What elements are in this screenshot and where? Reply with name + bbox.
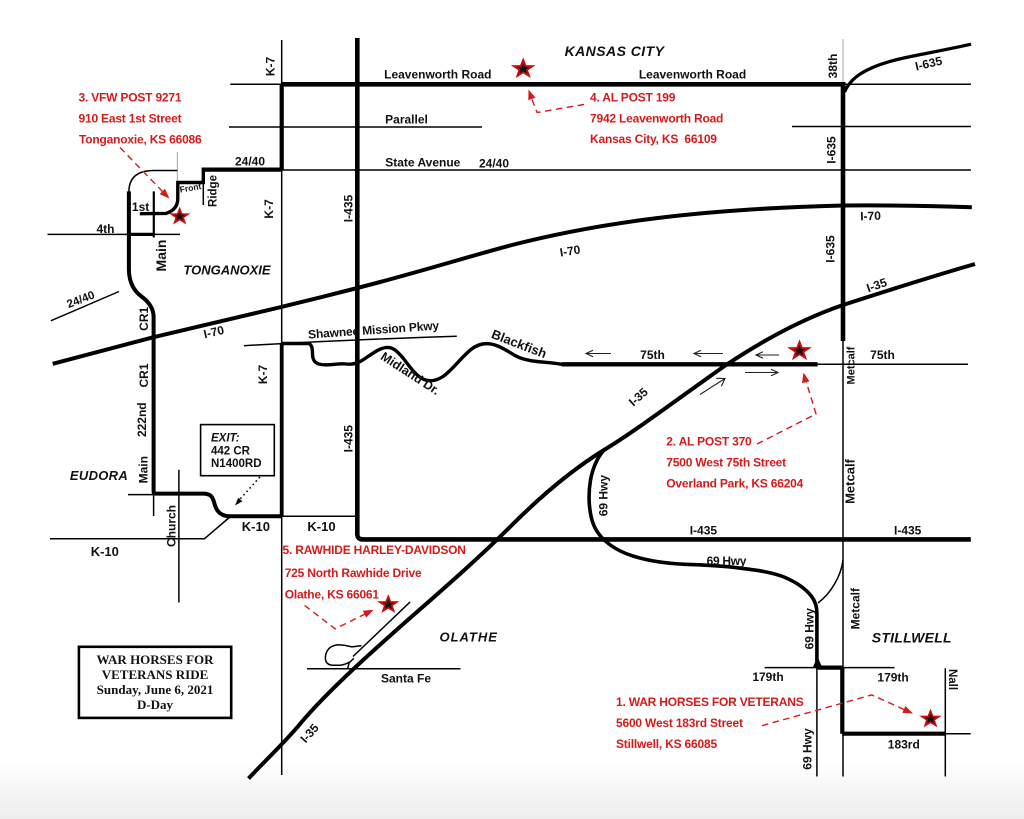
svg-text:STILLWELL: STILLWELL bbox=[872, 630, 952, 646]
svg-text:Metcalf: Metcalf bbox=[849, 587, 863, 629]
svg-text:Olathe, KS 66061: Olathe, KS 66061 bbox=[285, 588, 380, 602]
svg-text:I-70: I-70 bbox=[860, 209, 881, 224]
svg-text:OLATHE: OLATHE bbox=[439, 630, 497, 645]
svg-text:2. AL POST 370: 2. AL POST 370 bbox=[666, 434, 752, 448]
svg-text:D-Day: D-Day bbox=[137, 697, 174, 712]
svg-text:Main: Main bbox=[137, 456, 151, 483]
svg-text:179th: 179th bbox=[752, 670, 783, 684]
svg-text:Tonganoxie, KS 66086: Tonganoxie, KS 66086 bbox=[79, 133, 202, 147]
svg-text:I-435: I-435 bbox=[342, 425, 356, 453]
svg-text:Church: Church bbox=[165, 505, 179, 547]
svg-text:CR1: CR1 bbox=[137, 306, 151, 330]
svg-text:Main: Main bbox=[153, 240, 169, 272]
svg-text:1. WAR HORSES FOR VETERANS: 1. WAR HORSES FOR VETERANS bbox=[616, 695, 804, 709]
svg-text:K-10: K-10 bbox=[242, 519, 270, 534]
svg-text:183rd: 183rd bbox=[888, 737, 920, 751]
svg-text:69 Hwy: 69 Hwy bbox=[597, 475, 611, 517]
svg-text:Nall: Nall bbox=[946, 669, 958, 690]
svg-text:I-635: I-635 bbox=[914, 54, 944, 74]
svg-text:State Avenue: State Avenue bbox=[385, 156, 460, 170]
svg-text:5. RAWHIDE HARLEY-DAVIDSON: 5. RAWHIDE HARLEY-DAVIDSON bbox=[283, 543, 466, 557]
svg-text:38th: 38th bbox=[826, 54, 840, 79]
svg-text:4. AL POST 199: 4. AL POST 199 bbox=[590, 90, 676, 104]
svg-text:TONGANOXIE: TONGANOXIE bbox=[183, 263, 270, 278]
svg-text:3. VFW POST 9271: 3. VFW POST 9271 bbox=[79, 91, 182, 105]
svg-text:Front: Front bbox=[179, 181, 202, 195]
svg-text:N1400RD: N1400RD bbox=[211, 458, 262, 470]
svg-text:I-635: I-635 bbox=[824, 235, 838, 263]
svg-text:179th: 179th bbox=[877, 671, 908, 685]
svg-text:Overland Park, KS 66204: Overland Park, KS 66204 bbox=[666, 476, 803, 490]
svg-text:1st: 1st bbox=[132, 200, 149, 214]
svg-text:I-35: I-35 bbox=[865, 275, 889, 295]
svg-text:K-7: K-7 bbox=[256, 365, 270, 385]
svg-text:I-435: I-435 bbox=[894, 524, 922, 538]
svg-text:K-7: K-7 bbox=[264, 57, 278, 77]
svg-text:910 East 1st Street: 910 East 1st Street bbox=[79, 112, 182, 126]
svg-text:CR1: CR1 bbox=[137, 363, 151, 387]
svg-text:69 Hwy: 69 Hwy bbox=[707, 554, 747, 568]
svg-text:75th: 75th bbox=[870, 348, 895, 362]
svg-text:222nd: 222nd bbox=[135, 402, 149, 437]
svg-text:7942 Leavenworth Road: 7942 Leavenworth Road bbox=[590, 112, 723, 126]
svg-text:K-7: K-7 bbox=[262, 199, 276, 219]
svg-text:Leavenworth Road: Leavenworth Road bbox=[384, 68, 491, 82]
svg-text:Kansas City, KS 66109: Kansas City, KS 66109 bbox=[590, 132, 717, 146]
svg-text:75th: 75th bbox=[640, 348, 665, 362]
svg-text:VETERANS RIDE: VETERANS RIDE bbox=[102, 667, 209, 682]
svg-text:69 Hwy: 69 Hwy bbox=[803, 608, 817, 650]
svg-text:Metcalf: Metcalf bbox=[843, 458, 858, 503]
svg-text:5600 West 183rd Street: 5600 West 183rd Street bbox=[616, 716, 743, 730]
svg-text:24/40: 24/40 bbox=[479, 157, 509, 171]
svg-text:4th: 4th bbox=[97, 222, 115, 236]
svg-text:7500 West 75th Street: 7500 West 75th Street bbox=[666, 456, 786, 470]
svg-text:I-435: I-435 bbox=[342, 195, 356, 223]
svg-text:Metcalf: Metcalf bbox=[846, 346, 858, 384]
svg-text:Sunday, June 6, 2021: Sunday, June 6, 2021 bbox=[97, 682, 214, 697]
svg-text:KANSAS CITY: KANSAS CITY bbox=[565, 43, 666, 59]
svg-text:I-70: I-70 bbox=[202, 323, 226, 341]
svg-text:725 North Rawhide Drive: 725 North Rawhide Drive bbox=[285, 566, 422, 580]
svg-text:Leavenworth Road: Leavenworth Road bbox=[639, 68, 746, 82]
svg-text:Santa Fe: Santa Fe bbox=[381, 672, 431, 686]
svg-text:WAR HORSES FOR: WAR HORSES FOR bbox=[96, 652, 214, 667]
svg-text:Parallel: Parallel bbox=[385, 113, 428, 127]
svg-text:Stillwell, KS 66085: Stillwell, KS 66085 bbox=[616, 737, 717, 751]
svg-text:EUDORA: EUDORA bbox=[70, 468, 128, 483]
svg-text:24/40: 24/40 bbox=[235, 155, 265, 169]
svg-text:K-10: K-10 bbox=[307, 519, 335, 534]
svg-text:I-70: I-70 bbox=[559, 242, 582, 259]
svg-text:EXIT:: EXIT: bbox=[211, 433, 240, 445]
svg-text:I-435: I-435 bbox=[690, 524, 718, 538]
svg-text:442 CR: 442 CR bbox=[211, 445, 251, 457]
svg-text:69 Hwy: 69 Hwy bbox=[801, 728, 815, 770]
svg-text:Ridge: Ridge bbox=[208, 175, 220, 207]
svg-text:I-635: I-635 bbox=[825, 136, 839, 164]
svg-text:K-10: K-10 bbox=[91, 544, 119, 559]
